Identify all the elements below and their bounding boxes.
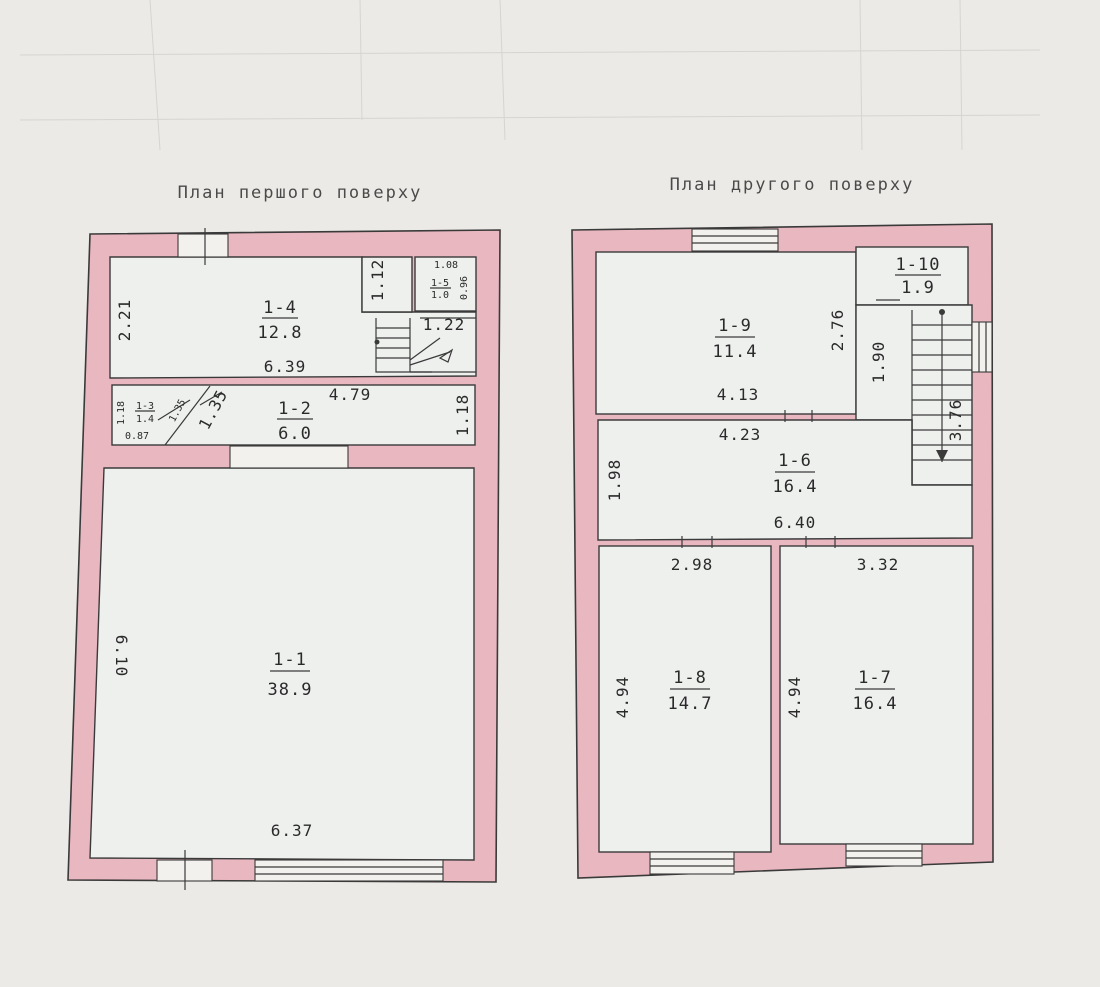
window-right-second xyxy=(971,321,993,373)
svg-text:12.8: 12.8 xyxy=(258,323,303,343)
dim-3-32: 3.32 xyxy=(857,555,900,574)
svg-text:16.4: 16.4 xyxy=(773,477,818,497)
svg-text:1-5: 1-5 xyxy=(431,278,449,289)
label-room-1-5: 1-5 1.0 xyxy=(430,278,451,301)
dim-0-96: 0.96 xyxy=(459,276,470,300)
dim-1-22: 1.22 xyxy=(423,315,466,334)
svg-text:1-9: 1-9 xyxy=(718,316,752,336)
dim-1-98: 1.98 xyxy=(605,459,624,502)
room-1-5 xyxy=(414,256,477,312)
first-floor-title: План першого поверху xyxy=(178,183,423,203)
dim-4-13: 4.13 xyxy=(717,385,760,404)
svg-text:38.9: 38.9 xyxy=(268,680,313,700)
room-1-8 xyxy=(598,545,772,853)
svg-text:1-10: 1-10 xyxy=(896,255,941,275)
room-1-7 xyxy=(779,545,974,845)
dim-4-94-left: 4.94 xyxy=(613,676,632,719)
dim-4-23: 4.23 xyxy=(719,425,762,444)
svg-text:1-3: 1-3 xyxy=(136,401,154,412)
dim-1-08: 1.08 xyxy=(434,260,458,271)
second-floor-title: План другого поверху xyxy=(670,175,915,195)
dim-0-87: 0.87 xyxy=(125,431,149,442)
label-room-1-8: 1-8 14.7 xyxy=(668,668,713,714)
first-floor-plan: План першого поверху xyxy=(67,183,501,890)
staircase-first-floor xyxy=(374,317,476,373)
dim-4-94-right: 4.94 xyxy=(785,676,804,719)
dim-6-37: 6.37 xyxy=(271,821,314,840)
label-room-1-10: 1-10 1.9 xyxy=(895,255,941,298)
label-room-1-3: 1-3 1.4 xyxy=(135,401,155,425)
window-bottom-right-second xyxy=(845,843,923,867)
dim-6-40: 6.40 xyxy=(774,513,817,532)
dim-2-98: 2.98 xyxy=(671,555,714,574)
svg-text:6.0: 6.0 xyxy=(278,424,312,444)
dim-1-12: 1.12 xyxy=(368,259,387,302)
stair-space-1 xyxy=(361,256,413,313)
dim-1-90: 1.90 xyxy=(869,341,888,384)
label-room-1-4: 1-4 12.8 xyxy=(258,298,303,343)
label-room-1-1: 1-1 38.9 xyxy=(268,650,313,700)
room-1-10 xyxy=(855,246,969,306)
faded-table-lines xyxy=(19,0,1041,151)
svg-text:16.4: 16.4 xyxy=(853,694,898,714)
dim-2-21: 2.21 xyxy=(115,299,134,342)
label-room-1-7: 1-7 16.4 xyxy=(853,668,898,714)
dim-1-18-right: 1.18 xyxy=(453,394,472,437)
svg-text:1-2: 1-2 xyxy=(278,399,312,419)
partition-door-tick xyxy=(157,399,191,421)
partition-1-3 xyxy=(164,385,211,446)
svg-text:1-7: 1-7 xyxy=(858,668,892,688)
dim-6-39: 6.39 xyxy=(264,357,307,376)
svg-text:11.4: 11.4 xyxy=(713,342,758,362)
dim-4-79: 4.79 xyxy=(329,385,372,404)
label-room-1-2: 1-2 6.0 xyxy=(277,399,313,444)
svg-text:1-6: 1-6 xyxy=(778,451,812,471)
dim-2-76: 2.76 xyxy=(828,309,847,352)
label-room-1-9: 1-9 11.4 xyxy=(713,316,758,362)
svg-text:1-4: 1-4 xyxy=(263,298,297,318)
door-ticks-second xyxy=(681,299,900,548)
staircase-second-floor xyxy=(911,309,972,485)
room-1-1 xyxy=(89,467,475,861)
label-room-1-6: 1-6 16.4 xyxy=(773,451,818,497)
svg-text:1.4: 1.4 xyxy=(136,414,154,425)
partition-door-tick-2 xyxy=(199,391,223,406)
dim-1-18-left: 1.18 xyxy=(116,401,127,425)
dim-3-76: 3.76 xyxy=(946,399,965,442)
window-top-first xyxy=(177,233,229,258)
svg-text:14.7: 14.7 xyxy=(668,694,713,714)
svg-text:1-1: 1-1 xyxy=(273,650,307,670)
svg-text:1-8: 1-8 xyxy=(673,668,707,688)
doorway-1-2-to-1-1 xyxy=(229,445,349,469)
dim-6-10: 6.10 xyxy=(112,635,131,678)
second-floor-plan: План другого поверху xyxy=(571,175,994,879)
svg-text:1.9: 1.9 xyxy=(901,278,935,298)
window-bottom-first xyxy=(254,859,444,882)
window-bottom-left-second xyxy=(649,851,735,875)
svg-text:1.0: 1.0 xyxy=(431,290,449,301)
window-top-second xyxy=(691,228,779,252)
